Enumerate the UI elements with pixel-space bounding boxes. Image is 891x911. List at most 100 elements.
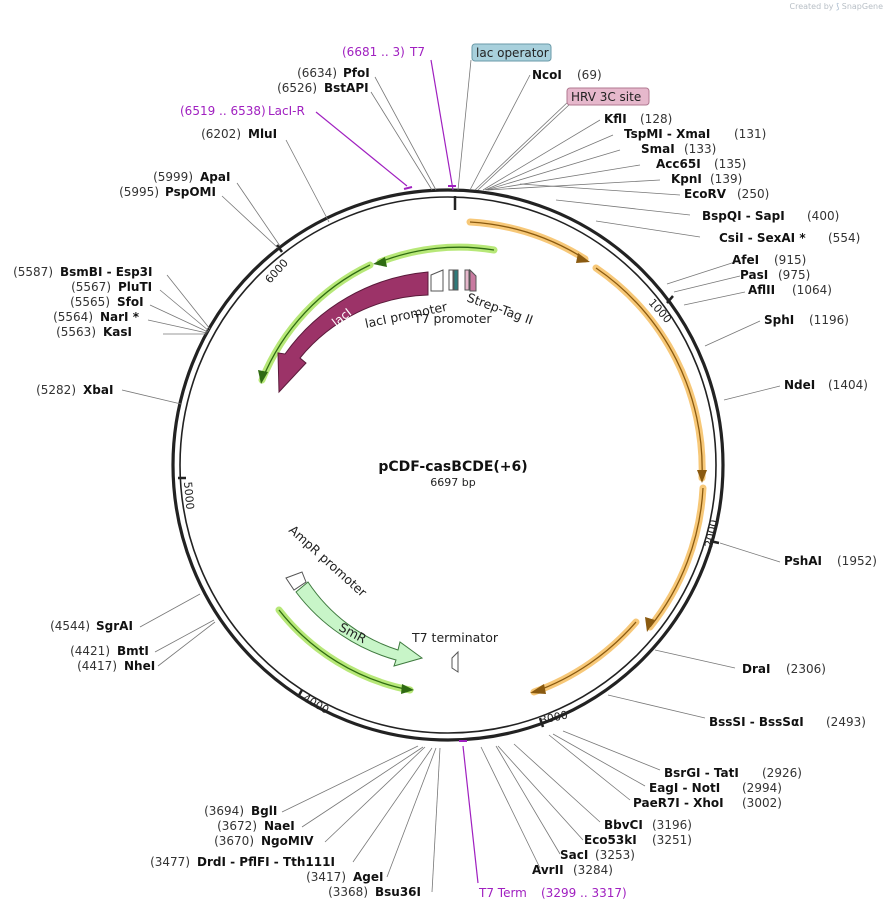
site-pos: (5563) (56, 325, 96, 339)
primer-labels: (6681 .. 3) T7 (6519 .. 6538) LacI-R T7 … (180, 45, 627, 900)
site-name: KasI (103, 325, 132, 339)
site-name: CsiI - SexAI * (719, 231, 806, 245)
site-name: KpnI (671, 172, 702, 186)
site-name: BglI (251, 804, 277, 818)
site-name: NaeI (264, 819, 295, 833)
site-name: AfeI (732, 253, 759, 267)
site-pos: (139) (710, 172, 742, 186)
t7-promoter-box (448, 269, 454, 291)
lac-operator-tag: lac operator (471, 43, 552, 62)
site-name: AgeI (353, 870, 383, 884)
site-pos: (2493) (826, 715, 866, 729)
site-name: EagI - NotI (649, 781, 720, 795)
orf-green-top (258, 243, 498, 384)
strep-tag-arrow (469, 268, 477, 292)
site-name: AflII (748, 283, 775, 297)
site-pos: (6202) (201, 127, 241, 141)
site-name: BmtI (117, 644, 149, 658)
site-name: SacI (560, 848, 588, 862)
site-pos: (4421) (70, 644, 110, 658)
site-name: DraI (742, 662, 770, 676)
site-pos: (2306) (786, 662, 826, 676)
site-name: BsmBI - Esp3I (60, 265, 152, 279)
snapgene-logo-icon: ⟆ (836, 2, 840, 11)
site-name: BstAPI (324, 81, 369, 95)
backbone-inner-ring (179, 196, 717, 734)
site-leader-lines (121, 74, 781, 893)
laci-r-primer-pos: (6519 .. 6538) (180, 104, 266, 118)
backbone-outer-ring (171, 188, 725, 742)
site-labels-left: (6634) PfoI (6526) BstAPI (6202) MluI (5… (13, 66, 421, 899)
site-pos: (128) (640, 112, 672, 126)
site-pos: (3477) (150, 855, 190, 869)
laci-promoter-arrow (430, 269, 444, 292)
site-pos: (1196) (809, 313, 849, 327)
site-pos: (3253) (595, 848, 635, 862)
ampr-promoter-label: AmpR promoter (286, 522, 370, 600)
site-pos: (3196) (652, 818, 692, 832)
t7-term-primer-name: T7 Term (478, 886, 527, 900)
site-pos: (400) (807, 209, 839, 223)
tick-1000 (666, 295, 674, 304)
site-name: PshAI (784, 554, 822, 568)
lac-operator-label: lac operator (476, 46, 549, 60)
tick-2000 (709, 539, 720, 545)
orf-green-bottom (275, 606, 414, 694)
site-name: KflI (604, 112, 627, 126)
site-name: DrdI - PflFI - Tth111I (197, 855, 335, 869)
site-name: NarI * (100, 310, 140, 324)
orf-orange (466, 218, 707, 696)
site-pos: (5995) (119, 185, 159, 199)
site-pos: (250) (737, 187, 769, 201)
tick-label-4000: 4000 (301, 691, 332, 716)
site-name: SfoI (117, 295, 144, 309)
site-name: BbvCI (604, 818, 643, 832)
site-pos: (5565) (70, 295, 110, 309)
site-name: SphI (764, 313, 794, 327)
site-pos: (5282) (36, 383, 76, 397)
credit-brand: SnapGene (841, 2, 883, 11)
site-name: MluI (248, 127, 277, 141)
tick-4000 (296, 689, 304, 698)
ticks (178, 196, 720, 728)
site-pos: (3002) (742, 796, 782, 810)
site-name: EcoRV (684, 187, 727, 201)
laci-r-primer-name: LacI-R (268, 104, 305, 118)
site-pos: (135) (714, 157, 746, 171)
site-pos: (1404) (828, 378, 868, 392)
site-name: NcoI (532, 68, 562, 82)
site-name: BssSI - BssSαI (709, 715, 804, 729)
site-name: AvrII (532, 863, 564, 877)
site-name: PspOMI (165, 185, 216, 199)
site-pos: (3368) (328, 885, 368, 899)
site-labels-right: NcoI (69) KflI (128) TspMI - XmaI (131) … (532, 68, 877, 877)
site-pos: (6634) (297, 66, 337, 80)
site-name: SmaI (641, 142, 675, 156)
site-name: Eco53kI (584, 833, 637, 847)
tick-label-5000: 5000 (181, 481, 196, 510)
site-pos: (5999) (153, 170, 193, 184)
site-pos: (69) (577, 68, 602, 82)
site-name: NdeI (784, 378, 815, 392)
snapgene-credit: Created by ⟆ SnapGene (790, 2, 883, 11)
site-pos: (3284) (573, 863, 613, 877)
site-pos: (6526) (277, 81, 317, 95)
site-name: NgoMIV (261, 834, 314, 848)
t7-terminator-arrow (451, 650, 459, 673)
site-name: PaeR7I - XhoI (633, 796, 724, 810)
site-pos: (3251) (652, 833, 692, 847)
site-pos: (915) (774, 253, 806, 267)
site-pos: (5567) (71, 280, 111, 294)
site-pos: (3694) (204, 804, 244, 818)
site-pos: (5564) (53, 310, 93, 324)
top-small-features (430, 268, 477, 292)
site-pos: (5587) (13, 265, 53, 279)
site-pos: (2926) (762, 766, 802, 780)
t7-terminator-label: T7 terminator (411, 630, 499, 645)
t7-promoter-label: T7 promoter (413, 311, 492, 326)
site-pos: (554) (828, 231, 860, 245)
site-name: BsrGI - TatI (664, 766, 739, 780)
primer-marks (403, 185, 467, 742)
tick-label-6000: 6000 (263, 257, 291, 287)
